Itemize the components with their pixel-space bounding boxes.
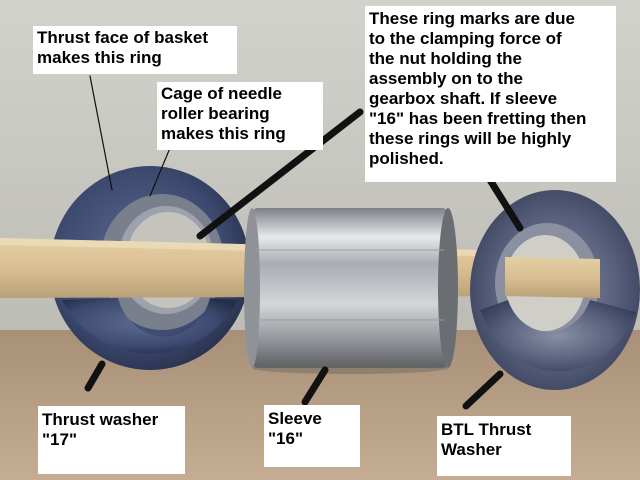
leader-btl-washer <box>462 370 504 410</box>
label-thrust-face: Thrust face of basket makes this ring <box>33 26 237 74</box>
label-line: makes this ring <box>37 48 162 67</box>
label-line: assembly on to the <box>369 69 523 88</box>
label-line: Cage of needle <box>161 84 282 103</box>
label-line: Thrust face of basket <box>37 28 208 47</box>
leader-thrust-washer-17 <box>84 360 106 392</box>
label-btl-washer: BTL Thrust Washer <box>437 416 571 476</box>
leader-cage <box>149 147 171 197</box>
btl-thrust-washer <box>470 190 640 390</box>
leader-sleeve-16 <box>301 366 329 406</box>
leader-ring-marks-left <box>196 108 364 240</box>
label-line: Sleeve <box>268 409 322 428</box>
label-sleeve-16: Sleeve "16" <box>264 405 360 467</box>
label-line: gearbox shaft. If sleeve <box>369 89 558 108</box>
label-line: "17" <box>42 430 78 449</box>
label-line: the nut holding the <box>369 49 522 68</box>
label-line: "16" <box>268 429 304 448</box>
label-line: Washer <box>441 440 502 459</box>
label-thrust-washer-17: Thrust washer "17" <box>38 406 185 474</box>
label-line: Thrust washer <box>42 410 159 429</box>
label-line: these rings will be highly <box>369 129 572 148</box>
label-cage: Cage of needle roller bearing makes this… <box>157 82 323 150</box>
label-line: roller bearing <box>161 104 270 123</box>
sleeve-16 <box>244 208 458 374</box>
thrust-washer-17-rim <box>62 298 238 354</box>
leader-thrust-face <box>89 75 113 191</box>
label-line: These ring marks are due <box>369 9 575 28</box>
label-line: polished. <box>369 149 444 168</box>
label-line: BTL Thrust <box>441 420 532 439</box>
label-line: makes this ring <box>161 124 286 143</box>
label-ring-marks: These ring marks are due to the clamping… <box>365 6 616 182</box>
annotation-lines <box>84 75 524 410</box>
label-line: to the clamping force of <box>369 29 562 48</box>
label-line: "16" has been fretting then <box>369 109 587 128</box>
